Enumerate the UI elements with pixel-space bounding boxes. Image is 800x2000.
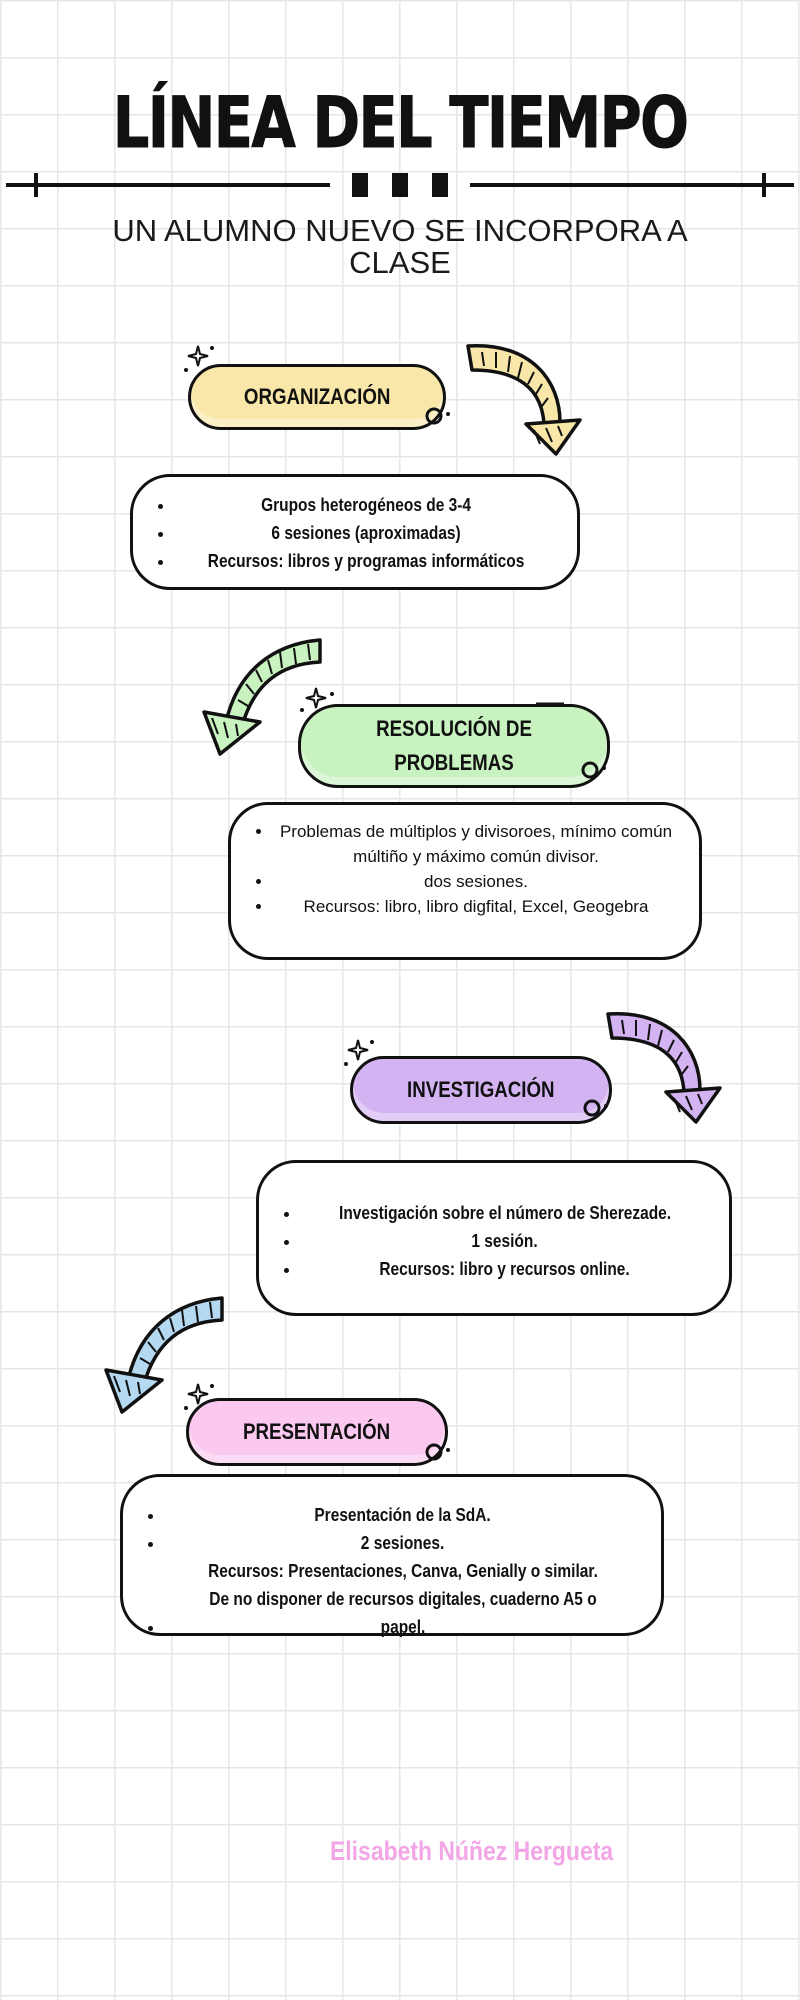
curved-arrow-down-right-icon [466,344,582,456]
list-item: Grupos heterogéneos de 3-4 [175,491,557,519]
page-subtitle: UN ALUMNO NUEVO SE INCORPORA A CLASE [112,213,688,280]
curved-arrow-down-right-icon [606,1012,722,1124]
curved-arrow-down-left-icon [104,1296,224,1414]
list-item: Recursos: libro y recursos online. [301,1255,709,1283]
dots-icon [425,407,450,425]
list-item: 6 sesiones (aproximadas) [175,519,557,547]
dots-icon [583,1099,608,1117]
dots-icon [425,1443,450,1461]
list-item: dos sesiones. [273,869,679,894]
title-divider [6,173,794,197]
list-item: Recursos: Presentaciones, Canva, Geniall… [165,1557,641,1641]
list-item: Presentación de la SdA. [165,1501,641,1529]
section-box-investigacion: Investigación sobre el número de Shereza… [256,1160,732,1316]
list-item: Recursos: libro, libro digfital, Excel, … [273,894,679,919]
list-item: Investigación sobre el número de Shereza… [301,1199,709,1227]
list-item: Recursos: libros y programas informático… [175,547,557,575]
sparkle-icon [184,1383,214,1410]
section-heading-organizacion: ORGANIZACIÓN [188,364,446,430]
section-box-resolucion: Problemas de múltiplos y divisoroes, mín… [228,802,702,960]
section-heading-investigacion: INVESTIGACIÓN [350,1056,612,1124]
sparkle-icon [300,687,334,712]
list-item: 1 sesión. [301,1227,709,1255]
page-title: LÍNEA DEL TIEMPO [112,82,689,165]
section-heading-presentacion: PRESENTACIÓN [186,1398,448,1466]
dots-icon [536,702,606,779]
list-item: 2 sesiones. [165,1529,641,1557]
sparkle-icon [184,345,214,372]
curved-arrow-down-left-icon [202,638,322,756]
section-box-presentacion: Presentación de la SdA. 2 sesiones. Recu… [120,1474,664,1637]
section-heading-resolucion: RESOLUCIÓN DE PROBLEMAS [298,704,610,788]
sparkle-icon [344,1039,374,1066]
list-item: Problemas de múltiplos y divisoroes, mín… [273,819,679,869]
section-box-organizacion: Grupos heterogéneos de 3-4 6 sesiones (a… [130,474,580,590]
author-name: Elisabeth Núñez Hergueta [330,1836,614,1866]
